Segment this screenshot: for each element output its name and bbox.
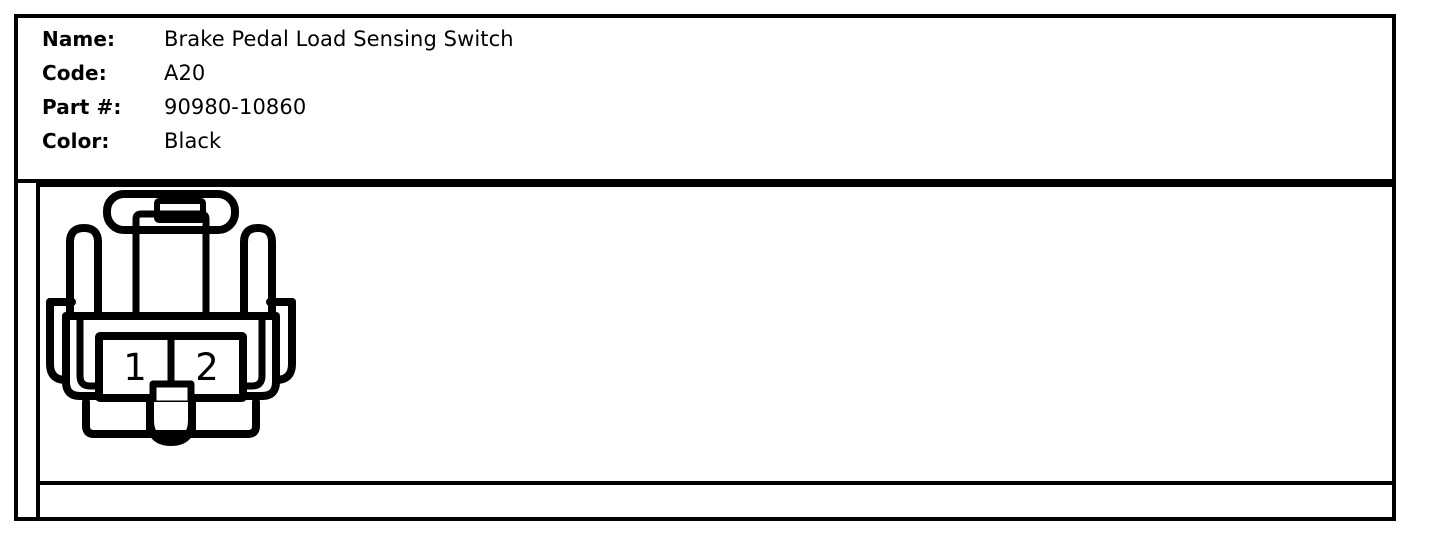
bottom-skirt-outline <box>82 398 260 438</box>
info-label-code: Code: <box>42 61 107 85</box>
info-label-color: Color: <box>42 129 110 153</box>
body-top-shoulder <box>132 210 210 230</box>
pin-label-2: 2 <box>195 346 219 389</box>
connector-info-rows: Name: Brake Pedal Load Sensing Switch Co… <box>42 27 514 163</box>
info-value-code: A20 <box>164 61 206 85</box>
notes-strip <box>36 485 1396 521</box>
info-label-name: Name: <box>42 27 116 51</box>
connector-face-view-icon: 1 2 <box>46 190 296 446</box>
info-row-code: Code: A20 <box>42 61 514 95</box>
connector-drawing: 1 2 <box>40 184 340 484</box>
info-value-name: Brake Pedal Load Sensing Switch <box>164 27 514 51</box>
right-guide-post <box>240 224 276 326</box>
connector-diagram-panel: 1 2 <box>36 183 1396 485</box>
info-value-color: Black <box>164 129 222 153</box>
info-row-color: Color: Black <box>42 129 514 163</box>
connector-info-panel: Name: Brake Pedal Load Sensing Switch Co… <box>14 14 1396 183</box>
bottom-centre-bump <box>146 416 196 446</box>
polarizing-notch <box>149 380 195 408</box>
lock-tab-outline <box>103 190 239 234</box>
info-label-part-number: Part #: <box>42 95 122 119</box>
pin-label-1: 1 <box>123 346 147 389</box>
info-row-name: Name: Brake Pedal Load Sensing Switch <box>42 27 514 61</box>
left-guide-post <box>66 224 102 326</box>
info-row-part-number: Part #: 90980-10860 <box>42 95 514 129</box>
info-value-part-number: 90980-10860 <box>164 95 307 119</box>
